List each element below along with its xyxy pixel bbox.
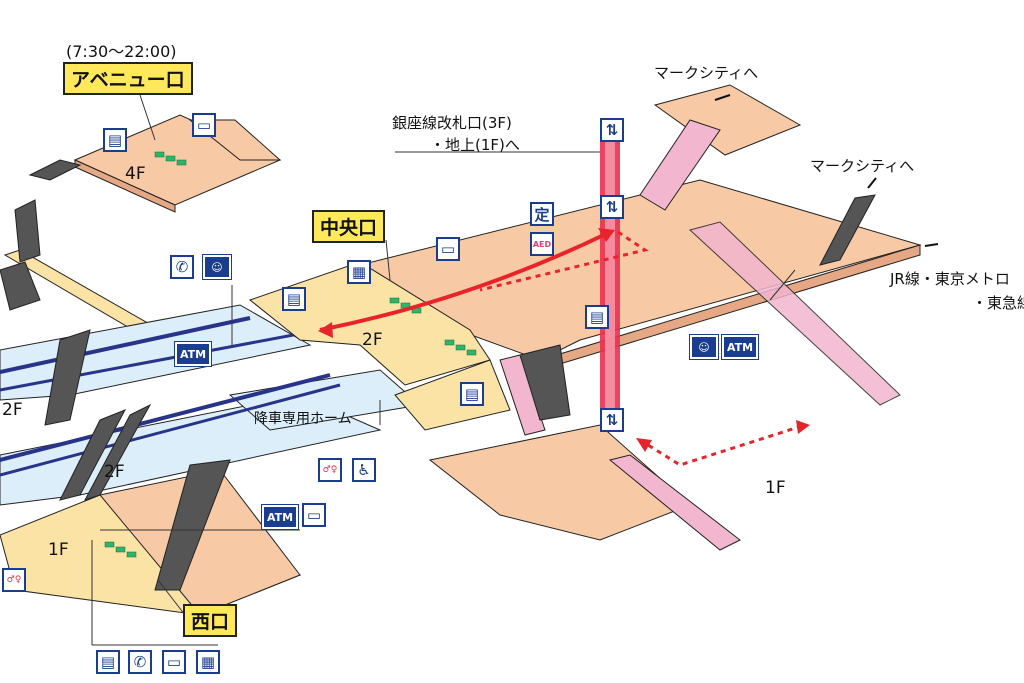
route-arrow-dotted-upper <box>479 230 649 292</box>
hours-label: (7:30～22:00) <box>66 42 177 61</box>
floor-label-2f-mid: 2F <box>104 462 125 482</box>
stairs <box>0 159 876 591</box>
card-icon-central: ▭ <box>436 237 460 261</box>
tokyu-label: ・東急線 <box>972 294 1024 312</box>
central-exit-lower <box>394 359 511 431</box>
commuter-pass-icon: 定 <box>530 202 554 226</box>
ticket-machine-icon: ▦ <box>347 260 371 284</box>
mark-city-top-label: マークシティへ <box>654 64 759 82</box>
aed-icon: AED <box>530 232 554 256</box>
fare-adjust-icon-center: ▤ <box>585 305 609 329</box>
floor-1f-right <box>428 424 691 541</box>
route-arrow-main <box>319 230 611 332</box>
central-exit-area <box>248 261 491 386</box>
toilet-icon-west: ♂♀ <box>2 568 26 592</box>
exit-avenue-tag: アベニュー口 <box>63 62 193 95</box>
fare-adjust-icon: ▤ <box>103 128 127 152</box>
route-arrow-dotted-lower <box>639 423 806 467</box>
person-info-icon: ☺ <box>202 254 232 280</box>
mark-city-right-label: マークシティへ <box>810 157 915 175</box>
floor-label-4f: 4F <box>125 164 146 184</box>
fare-adjust-icon-west: ▤ <box>96 650 120 674</box>
escalator-1f <box>608 454 741 551</box>
exit-central-tag: 中央口 <box>312 210 386 243</box>
toilet-icon: ♂♀ <box>318 458 342 482</box>
elevator-icon-mid: ⇅ <box>600 195 624 219</box>
elevator-icon-bottom: ⇅ <box>600 408 624 432</box>
phone-icon: ✆ <box>170 255 194 279</box>
escalator-right-down <box>688 221 901 406</box>
escalator-upper <box>639 119 721 211</box>
atm-icon-west: ATM <box>261 504 299 530</box>
accessible-toilet-icon: ♿ <box>352 458 376 482</box>
ginza-surface-label: ・地上(1F)へ <box>430 136 520 154</box>
alighting-platform-label: 降車専用ホーム <box>254 411 352 427</box>
atm-icon-right: ATM <box>721 334 759 360</box>
platform-upper <box>0 304 312 401</box>
phone-icon-west: ✆ <box>128 650 152 674</box>
ticket-machine-icon-west: ▦ <box>196 650 220 674</box>
jr-label: JR線・東京メトロ <box>890 270 1010 288</box>
floor-label-1f-left: 1F <box>48 540 69 560</box>
ginza-line-label: 銀座線改札口(3F) <box>392 114 512 132</box>
card-icon-west: ▭ <box>302 503 326 527</box>
atm-icon-left: ATM <box>174 341 212 367</box>
fare-adjust-icon-lower: ▤ <box>460 382 484 406</box>
floor-label-1f-right: 1F <box>765 478 786 498</box>
person-info-icon-right: ☺ <box>689 334 719 360</box>
floor-label-2f-left: 2F <box>2 400 23 420</box>
exit-west-tag: 西口 <box>183 604 238 637</box>
floor-label-2f-center: 2F <box>362 330 383 350</box>
escalator-center-down <box>499 354 546 436</box>
elevator-icon-top: ⇅ <box>600 118 624 142</box>
fare-adjust-icon-2f: ▤ <box>282 287 306 311</box>
card-icon-west-2: ▭ <box>162 650 186 674</box>
card-icon: ▭ <box>192 113 216 137</box>
